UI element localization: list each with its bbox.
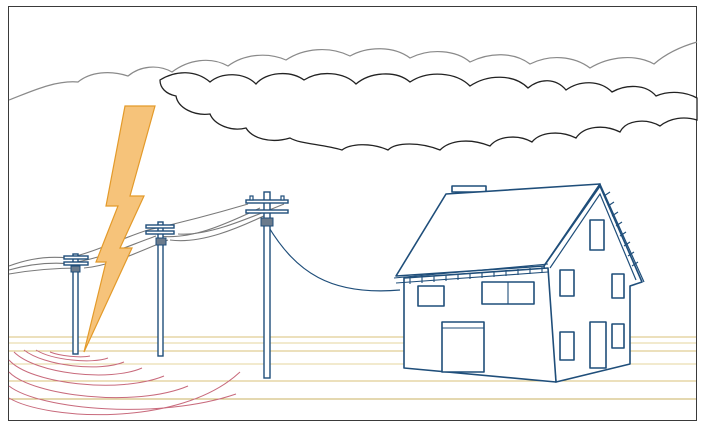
window-gable-upper-left (560, 270, 574, 296)
window-gable-attic (590, 220, 604, 250)
transformer (71, 266, 80, 272)
side-door (590, 322, 606, 368)
window-gable-lower-right (612, 324, 624, 348)
insulator (281, 196, 284, 200)
window-front-left (418, 286, 444, 306)
transformer (156, 238, 166, 245)
pole-crossarm (146, 231, 174, 234)
pole-crossarm (64, 262, 88, 265)
pole-crossarm (246, 210, 288, 213)
transformer (261, 218, 273, 226)
window-gable-upper-right (612, 274, 624, 298)
pole-crossarm (146, 225, 174, 228)
window-gable-lower-left (560, 332, 574, 360)
insulator (250, 196, 253, 200)
pole-crossarm (64, 256, 88, 259)
front-door (442, 322, 484, 372)
